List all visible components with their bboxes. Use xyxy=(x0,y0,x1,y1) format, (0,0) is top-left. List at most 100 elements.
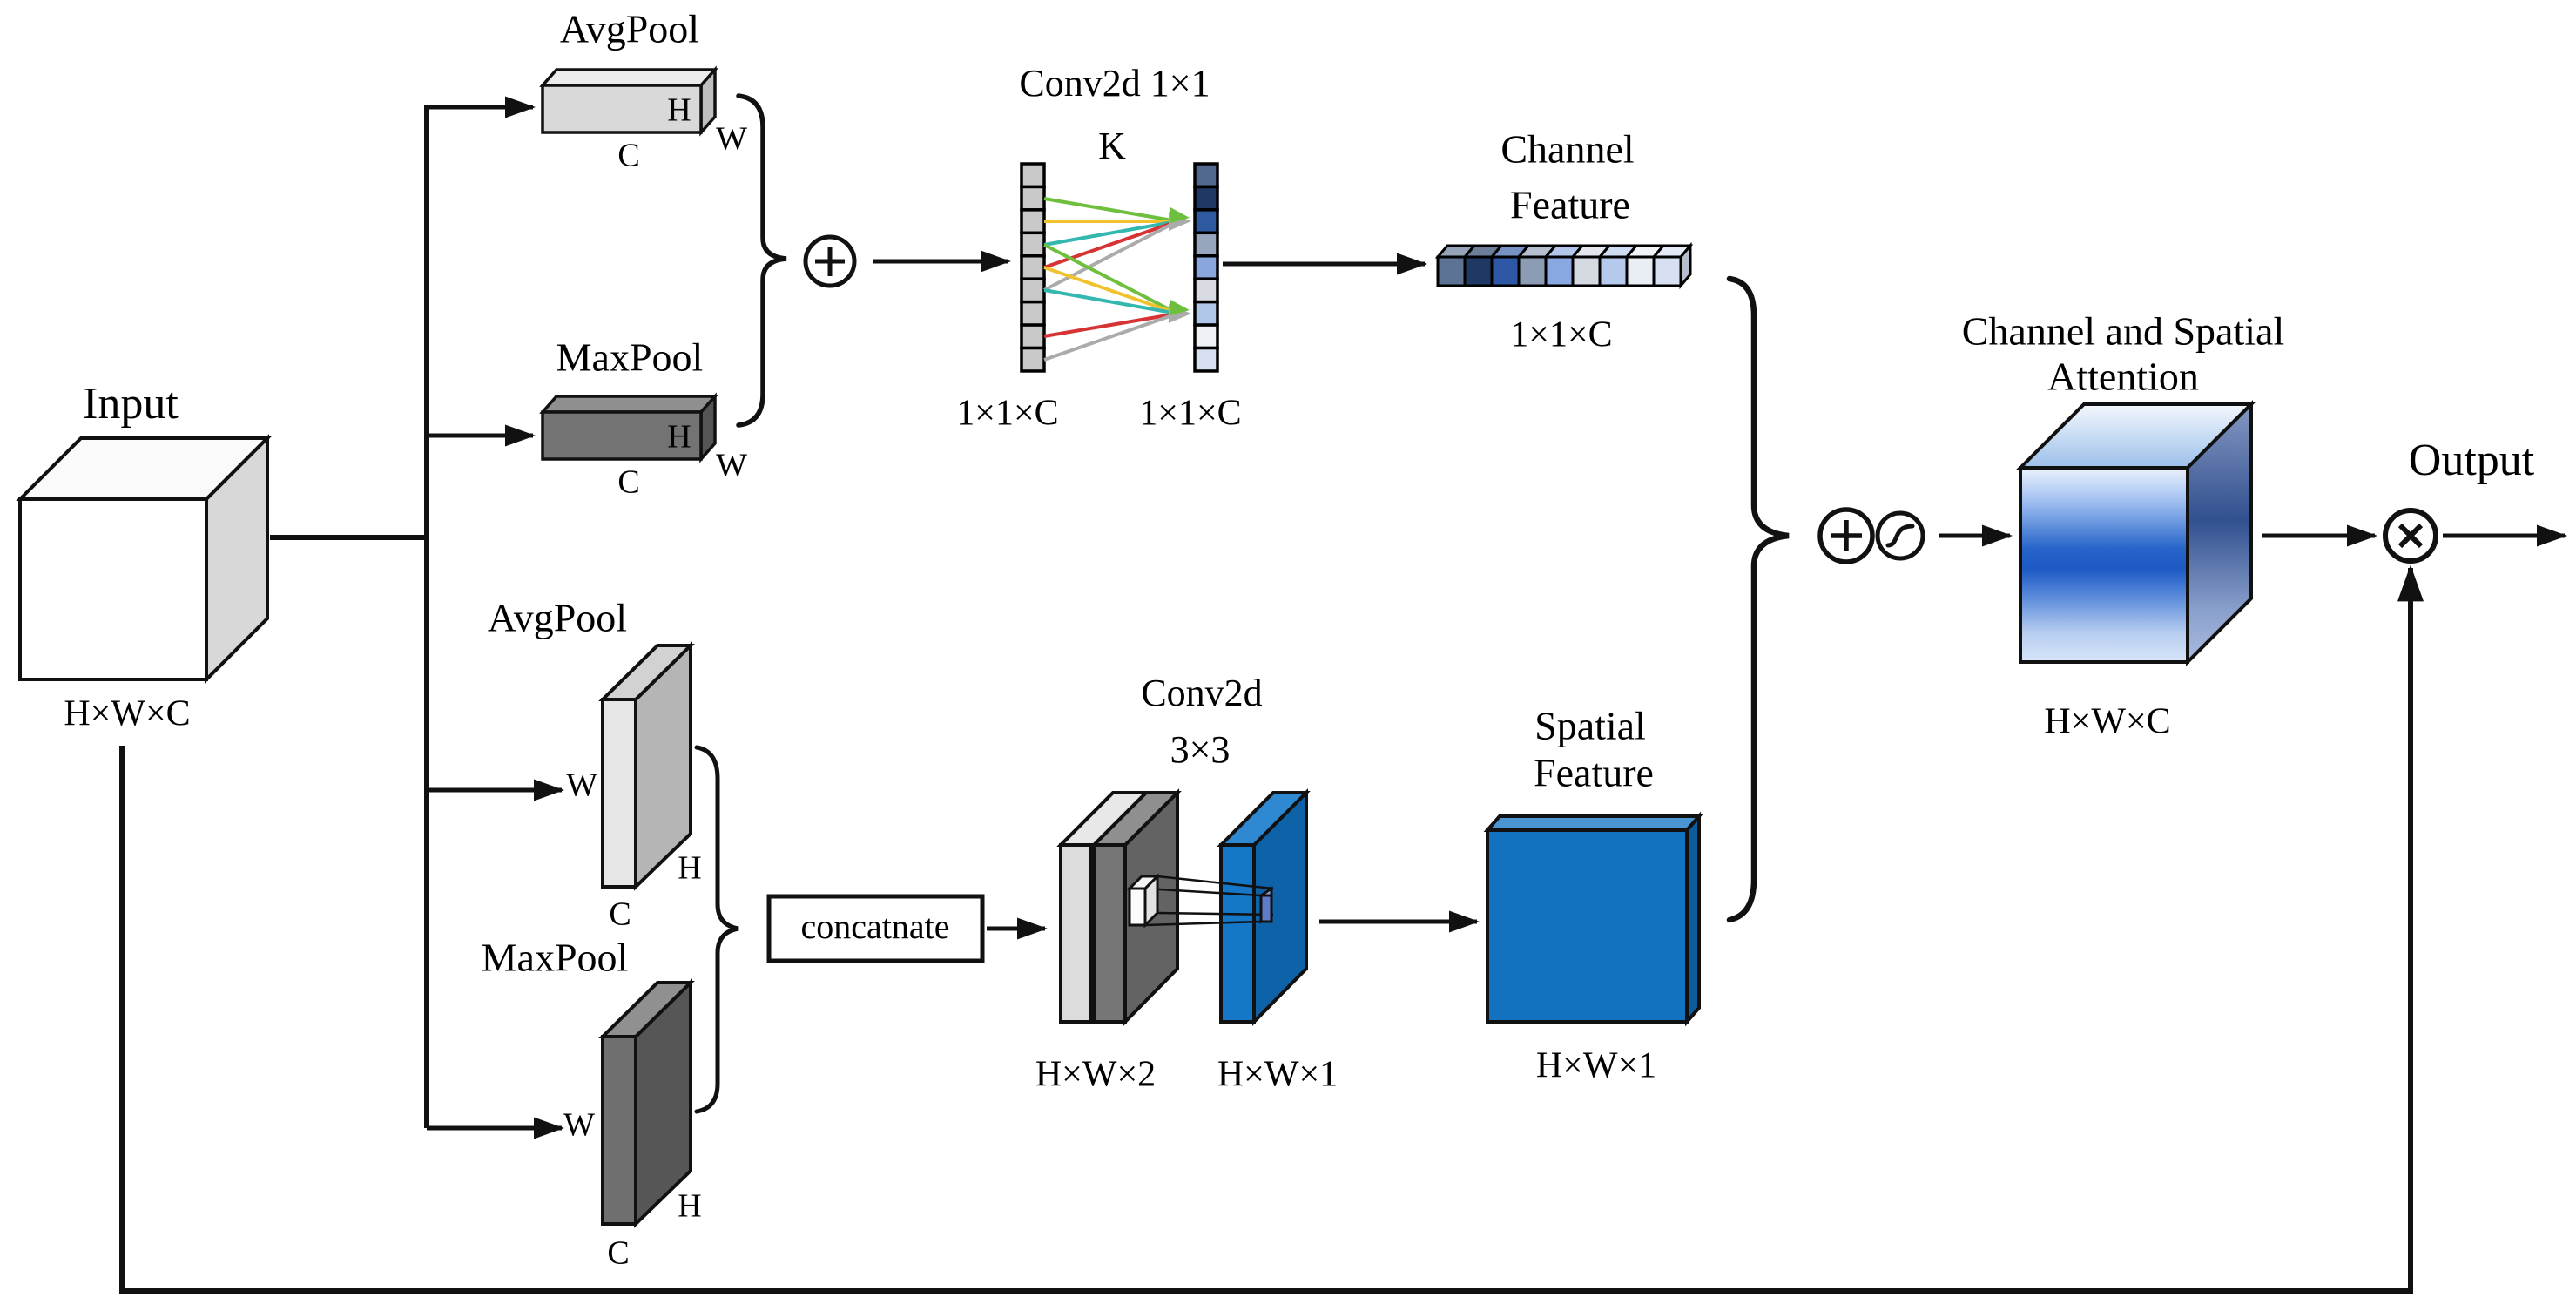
mlp-output-cell xyxy=(1193,254,1219,280)
channel-avgpool-top xyxy=(539,68,718,87)
channel-avgpool-w: W xyxy=(716,121,747,158)
attention-title-2: Attention xyxy=(2047,355,2199,399)
spatial-maxpool-front xyxy=(601,1035,637,1226)
kernel-target-front xyxy=(1259,894,1273,923)
spatial-feature-title-1: Spatial xyxy=(1534,704,1646,748)
mlp-connection xyxy=(1043,220,1178,247)
mlp-input-cell xyxy=(1020,231,1046,258)
spatial-avgpool-h: H xyxy=(678,850,701,887)
spatial-maxpool-title: MaxPool xyxy=(482,936,629,980)
spatial-feature-side xyxy=(1685,811,1701,1027)
merge-add-operator xyxy=(1817,507,1875,564)
spatial-feature-front xyxy=(1486,828,1689,1024)
mlp-output-cell xyxy=(1193,185,1219,212)
channel-avgpool-front xyxy=(541,84,703,134)
conv1x1-out-dims: 1×1×C xyxy=(1139,394,1241,434)
mlp-input-cell xyxy=(1020,346,1046,373)
stack-light-front xyxy=(1059,843,1092,1024)
blue-slab-front xyxy=(1219,843,1256,1024)
kernel-ray-2 xyxy=(1144,887,1262,897)
channel-feature-dims: 1×1×C xyxy=(1510,315,1612,355)
conv1x1-title: Conv2d 1×1 xyxy=(1019,62,1210,105)
spatial-avgpool-c: C xyxy=(609,896,631,933)
concatenate-box xyxy=(766,894,985,963)
spatial-avgpool-title: AvgPool xyxy=(488,596,627,640)
sigmoid-operator xyxy=(1875,510,1925,561)
mlp-output-cell xyxy=(1193,346,1219,373)
input-dims-label: H×W×C xyxy=(64,694,190,734)
channel-maxpool-top xyxy=(539,395,718,414)
conv3x3-output-slab xyxy=(1217,788,1311,1026)
stack-dark-front xyxy=(1092,843,1127,1024)
times-d2 xyxy=(2397,523,2424,549)
channel-feature-title-2: Feature xyxy=(1510,183,1630,227)
mlp-input-cell xyxy=(1020,254,1046,280)
channel-feature-cube xyxy=(1463,255,1494,287)
channel-maxpool-front xyxy=(541,410,703,461)
spatial-maxpool-c: C xyxy=(607,1235,629,1272)
conv-kernel xyxy=(1126,873,1274,929)
channel-maxpool-box xyxy=(539,392,718,463)
merge-brace xyxy=(1726,275,1790,923)
mlp-output-cell xyxy=(1193,162,1219,189)
channel-avgpool-h: H xyxy=(667,92,691,129)
spatial-maxpool-h: H xyxy=(678,1188,701,1225)
channel-avgpool-box xyxy=(539,65,718,137)
kernel-ray-4 xyxy=(1144,920,1262,927)
channel-feature-cube xyxy=(1571,255,1602,287)
skip-connection-line xyxy=(119,564,2424,1294)
mlp-connection-lines xyxy=(1043,197,1191,362)
spatial-feature-title-2: Feature xyxy=(1534,751,1654,795)
spatial-maxpool-w: W xyxy=(563,1107,595,1144)
kernel-ray-1 xyxy=(1157,875,1274,890)
spatial-avgpool-front xyxy=(601,698,637,889)
mlp-connection xyxy=(1043,312,1178,338)
mlp-connection xyxy=(1043,220,1178,292)
attention-title-1: Channel and Spatial xyxy=(1962,309,2284,354)
attention-dims: H×W×C xyxy=(2044,702,2170,742)
sigmoid-curve-icon xyxy=(1885,524,1915,548)
channel-feature-cube xyxy=(1517,255,1548,287)
mlp-input-cell xyxy=(1020,208,1046,235)
mlp-connection xyxy=(1043,288,1178,315)
mlp-input-cell xyxy=(1020,185,1046,212)
channel-feature-cube xyxy=(1652,255,1682,287)
mlp-connection xyxy=(1043,266,1178,315)
spatial-avgpool-slab xyxy=(598,641,695,891)
channel-feature-cube xyxy=(1625,255,1656,287)
conv3x3-input-stack xyxy=(1056,788,1182,1026)
mlp-input-cell xyxy=(1020,162,1046,189)
attention-cube-front xyxy=(2019,466,2189,664)
spatial-feature-map xyxy=(1483,811,1703,1027)
channel-feature-cube xyxy=(1598,255,1629,287)
conv1x1-k-label: K xyxy=(1098,125,1126,167)
channel-avgpool-title: AvgPool xyxy=(560,7,699,51)
times-circle-icon xyxy=(2383,508,2438,564)
mlp-input-cell xyxy=(1020,277,1046,304)
channel-feature-cube xyxy=(1490,255,1521,287)
channel-feature-title-1: Channel xyxy=(1500,127,1634,172)
channel-maxpool-w: W xyxy=(716,448,747,484)
mlp-input-cell xyxy=(1020,323,1046,350)
kernel-ray-3 xyxy=(1157,911,1274,916)
mlp-input-vector xyxy=(1020,162,1046,373)
spatial-maxpool-slab xyxy=(598,978,695,1228)
plus-circle-icon xyxy=(803,234,857,288)
channel-feature-row xyxy=(1434,241,1694,290)
channel-avgpool-c: C xyxy=(617,138,639,174)
channel-feature-cube xyxy=(1544,255,1575,287)
spatial-feature-dims: H×W×1 xyxy=(1536,1046,1656,1086)
channel-brace xyxy=(736,93,787,428)
conv1x1-in-dims: 1×1×C xyxy=(956,394,1058,434)
channel-maxpool-title: MaxPool xyxy=(556,335,704,380)
mlp-output-cell xyxy=(1193,300,1219,327)
conv3x3-out-dims: H×W×1 xyxy=(1217,1055,1338,1095)
multiply-operator xyxy=(2383,508,2438,564)
concatenate-label: concatnate xyxy=(801,907,950,946)
channel-add-operator xyxy=(803,234,857,288)
mlp-connection xyxy=(1043,312,1178,362)
mlp-input-cell xyxy=(1020,300,1046,327)
channel-feature-cube xyxy=(1436,255,1467,287)
